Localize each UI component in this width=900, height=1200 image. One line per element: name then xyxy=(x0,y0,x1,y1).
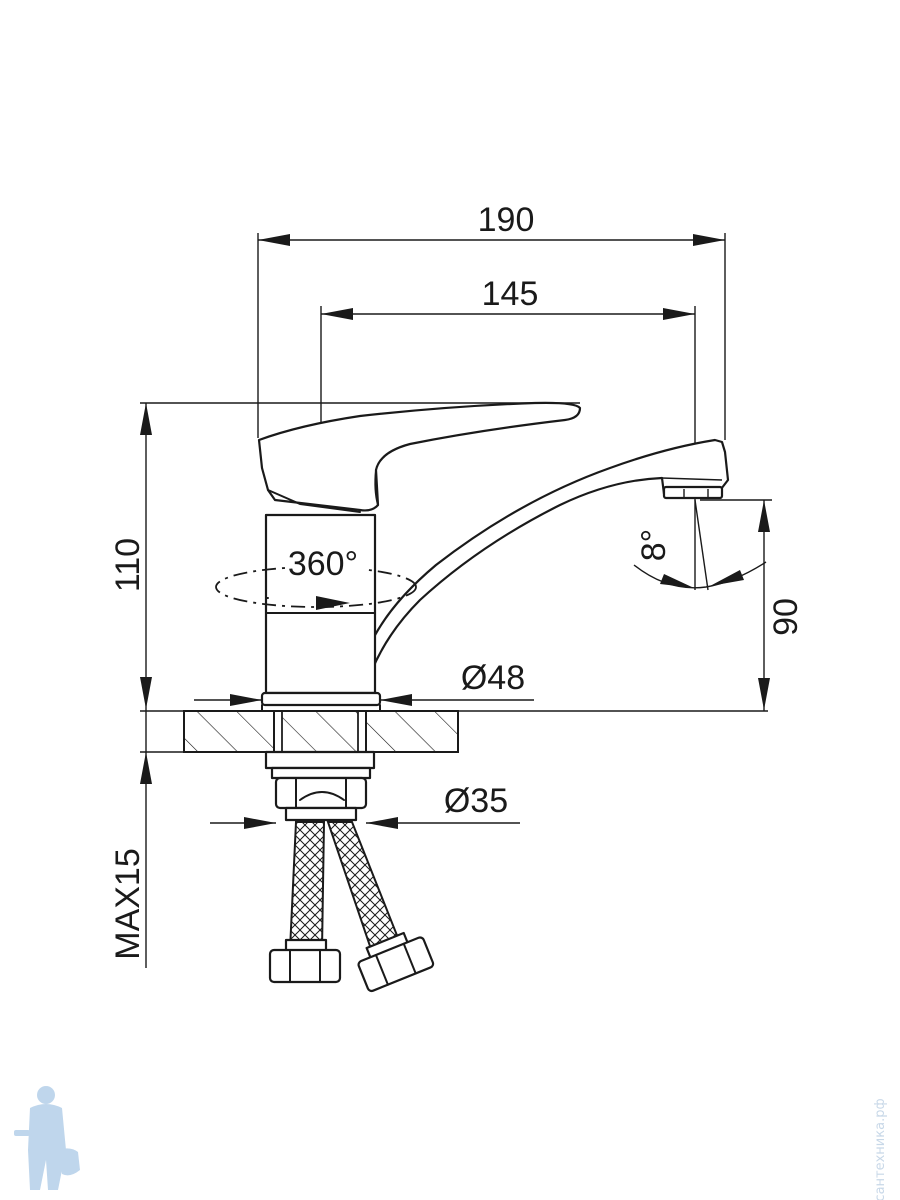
plumber-icon xyxy=(14,1086,80,1190)
base-ring xyxy=(260,691,382,707)
dimension-aerator-angle: 8° xyxy=(633,499,767,591)
dimension-spout-reach: 145 xyxy=(320,275,696,590)
spout-reach-label: 145 xyxy=(482,275,539,313)
dimension-total-length: 190 xyxy=(257,201,726,440)
hose-left xyxy=(288,821,326,951)
dimension-max-thickness: MAX15 xyxy=(109,752,152,968)
flexible-hoses xyxy=(268,821,435,993)
dimension-total-height: 110 xyxy=(109,402,580,752)
aerator-angle-label: 8° xyxy=(635,529,673,562)
dimension-thread-diameter: Ø35 xyxy=(210,782,520,829)
rotation-label: 360° xyxy=(288,545,358,583)
spout xyxy=(360,438,730,674)
base-diameter-label: Ø48 xyxy=(461,659,525,697)
hose-nut-left xyxy=(268,938,342,984)
total-length-label: 190 xyxy=(478,201,535,239)
dimension-base-diameter: Ø48 xyxy=(194,659,534,706)
total-height-label: 110 xyxy=(109,538,147,592)
spout-height-label: 90 xyxy=(767,598,805,636)
max-thickness-label: MAX15 xyxy=(109,848,147,960)
dimension-spout-height: 90 xyxy=(700,499,805,711)
counter-section xyxy=(140,710,459,753)
aerator xyxy=(662,485,724,500)
mounting-hardware xyxy=(264,750,376,822)
mixer-handle xyxy=(257,401,582,512)
rotation-indicator: 360° xyxy=(215,545,417,610)
faucet-body: 360° xyxy=(215,401,730,712)
thread-diameter-label: Ø35 xyxy=(444,782,508,820)
hose-nut-right xyxy=(357,931,435,993)
watermark-site: сантехника.рф xyxy=(873,1098,888,1200)
watermark-logo xyxy=(14,1086,80,1190)
